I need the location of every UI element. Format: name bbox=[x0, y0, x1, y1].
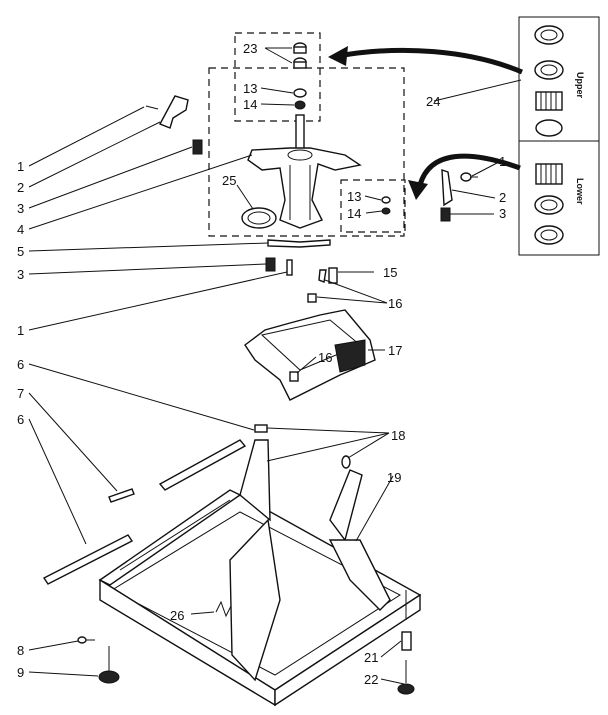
base-frame bbox=[98, 439, 422, 707]
callout-6-a: 6 bbox=[17, 357, 24, 372]
bearing-kit-insert: Upper Lower bbox=[518, 16, 600, 256]
callout-17: 17 bbox=[388, 343, 402, 358]
callout-13-b: 13 bbox=[347, 189, 361, 204]
callout-1-a: 1 bbox=[17, 159, 24, 174]
callout-labels: 1 2 3 4 5 3 1 6 7 6 8 9 23 13 14 25 24 1… bbox=[17, 41, 506, 687]
callout-2-b: 2 bbox=[499, 190, 506, 205]
callout-22: 22 bbox=[364, 672, 378, 687]
drive-mount-assembly bbox=[241, 42, 391, 229]
callout-13-a: 13 bbox=[243, 81, 257, 96]
insert-label-upper: Upper bbox=[575, 72, 585, 99]
callout-7: 7 bbox=[17, 386, 24, 401]
callout-2-a: 2 bbox=[17, 180, 24, 195]
leveling-feet bbox=[77, 590, 415, 695]
callout-19: 19 bbox=[387, 470, 401, 485]
callout-16-a: 16 bbox=[388, 296, 402, 311]
insert-label-lower: Lower bbox=[575, 178, 585, 205]
callout-1-b: 1 bbox=[17, 323, 24, 338]
hardware-left-top bbox=[145, 95, 331, 276]
callout-1-c: 1 bbox=[499, 154, 506, 169]
callout-9: 9 bbox=[17, 665, 24, 680]
callout-14-b: 14 bbox=[347, 206, 361, 221]
leader-lines bbox=[28, 47, 522, 685]
callout-26: 26 bbox=[170, 608, 184, 623]
callout-14-a: 14 bbox=[243, 97, 257, 112]
callout-6-b: 6 bbox=[17, 412, 24, 427]
callout-5: 5 bbox=[17, 244, 24, 259]
callout-25: 25 bbox=[222, 173, 236, 188]
callout-24: 24 bbox=[426, 94, 440, 109]
brace-straps bbox=[42, 424, 351, 585]
callout-16-b: 16 bbox=[318, 350, 332, 365]
callout-3-c: 3 bbox=[499, 206, 506, 221]
hardware-right bbox=[440, 169, 478, 222]
callout-3-a: 3 bbox=[17, 201, 24, 216]
bracket-assembly bbox=[244, 267, 376, 401]
callout-4: 4 bbox=[17, 222, 24, 237]
callout-8: 8 bbox=[17, 643, 24, 658]
callout-21: 21 bbox=[364, 650, 378, 665]
callout-18: 18 bbox=[391, 428, 405, 443]
callout-15: 15 bbox=[383, 265, 397, 280]
callout-23: 23 bbox=[243, 41, 257, 56]
callout-3-b: 3 bbox=[17, 267, 24, 282]
